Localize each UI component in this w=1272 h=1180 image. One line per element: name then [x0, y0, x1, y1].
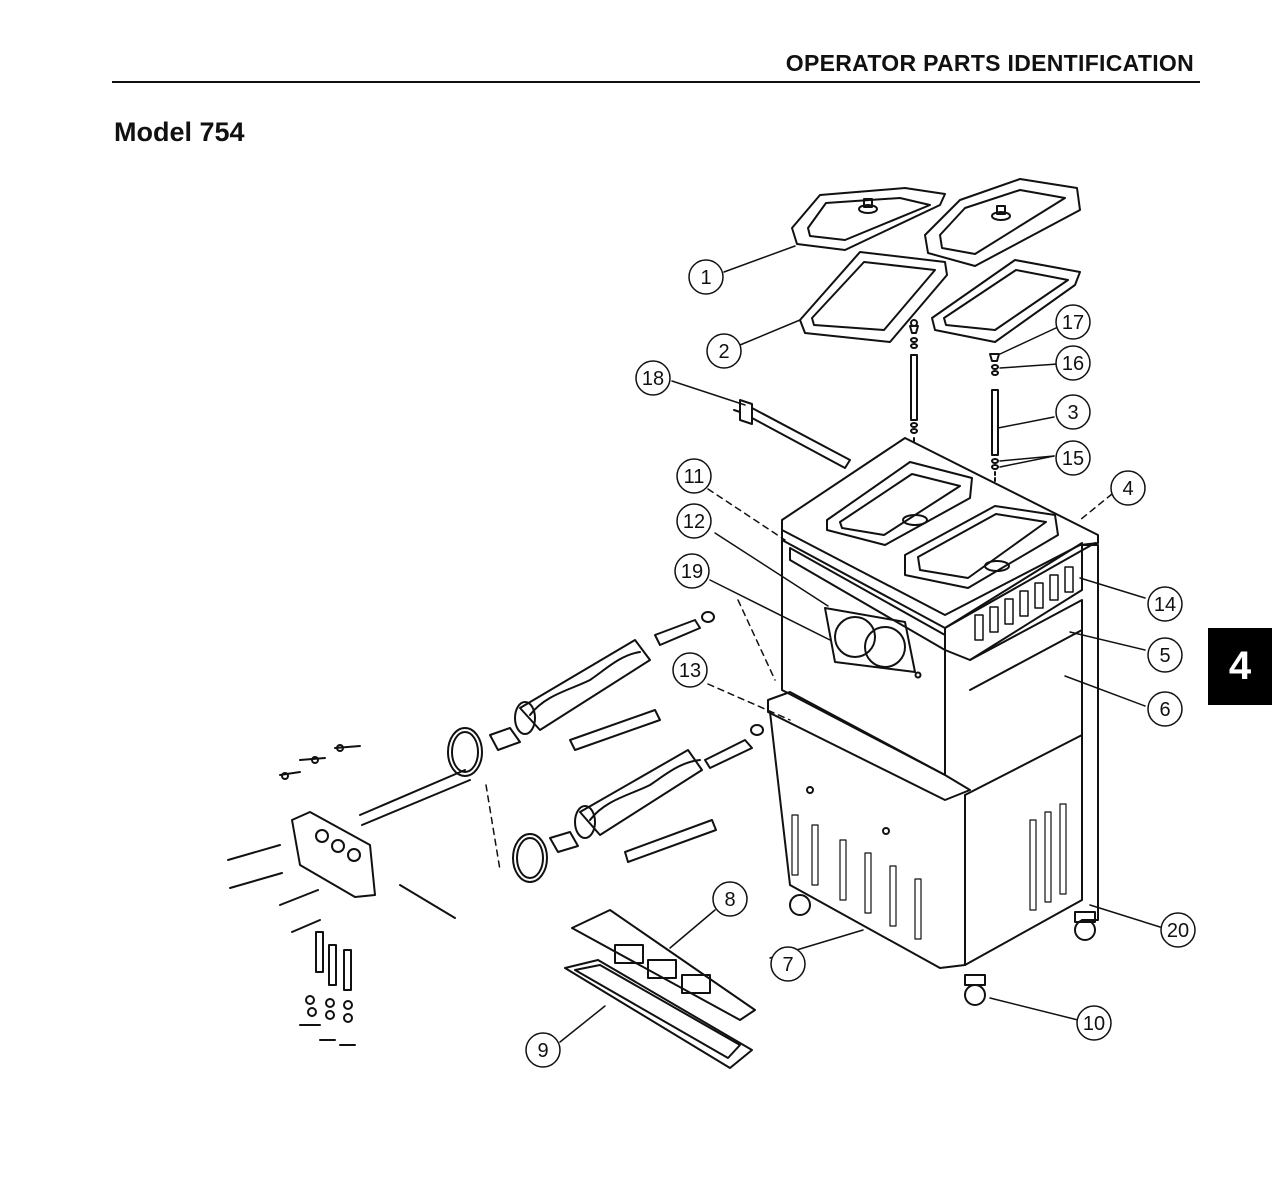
callout-16 [1055, 345, 1091, 381]
callout-label-20: 20 [1167, 920, 1189, 942]
callout-15 [1055, 440, 1091, 476]
callout-1 [688, 259, 724, 295]
callout-label-8: 8 [724, 889, 735, 911]
callout-label-14: 14 [1154, 594, 1176, 616]
callout-3 [1055, 394, 1091, 430]
drive-shaft-lower [704, 724, 764, 769]
callout-7 [770, 946, 806, 982]
callout-4 [1110, 470, 1146, 506]
section-title: OPERATOR PARTS IDENTIFICATION [785, 50, 1194, 76]
callout-20 [1160, 912, 1196, 948]
callout-8 [712, 881, 748, 917]
callout-18 [635, 360, 671, 396]
hopper-cover-left [791, 187, 946, 251]
freezer-door-opening [824, 607, 922, 679]
callout-10 [1076, 1005, 1112, 1041]
callout-11 [676, 458, 712, 494]
hopper-cover-right [924, 178, 1081, 267]
callout-17 [1055, 304, 1091, 340]
callout-label-11: 11 [684, 466, 705, 488]
freezer-cabinet [767, 437, 1099, 1006]
callout-label-7: 7 [782, 954, 793, 976]
callout-2 [706, 333, 742, 369]
beater-lower [574, 749, 717, 863]
chapter-tab[interactable]: 4 [1208, 628, 1272, 705]
callout-14 [1147, 586, 1183, 622]
callout-19 [674, 553, 710, 589]
callout-label-2: 2 [718, 341, 729, 363]
callout-label-1: 1 [700, 267, 711, 289]
callout-label-16: 16 [1062, 353, 1084, 375]
beater-upper [514, 639, 661, 751]
freezer-door-assembly [227, 744, 471, 1046]
callout-label-13: 13 [679, 660, 701, 682]
drip-pan [564, 959, 753, 1069]
callout-9 [525, 1032, 561, 1068]
callout-label-10: 10 [1083, 1013, 1105, 1035]
callout-label-15: 15 [1062, 448, 1084, 470]
callout-label-3: 3 [1067, 402, 1078, 424]
front-drip-tray [571, 909, 756, 1021]
tube-cleaning-brush [733, 399, 851, 469]
callout-label-19: 19 [681, 561, 703, 583]
callout-label-18: 18 [642, 368, 664, 390]
callout-12 [676, 503, 712, 539]
callout-label-17: 17 [1062, 312, 1084, 334]
callout-label-9: 9 [537, 1040, 548, 1062]
dashed-connectors [485, 488, 1113, 871]
door-gasket-lower [512, 831, 579, 883]
door-gasket-upper [447, 727, 521, 777]
callout-label-5: 5 [1159, 645, 1170, 667]
callout-5 [1147, 637, 1183, 673]
callout-6 [1147, 691, 1183, 727]
callout-label-6: 6 [1159, 699, 1170, 721]
header-divider [112, 81, 1200, 83]
callout-13 [672, 652, 708, 688]
drive-shaft-upper [654, 611, 715, 646]
callout-label-4: 4 [1122, 478, 1133, 500]
hopper-gasket-left [799, 251, 948, 343]
hopper-gasket-right [931, 259, 1081, 343]
callout-label-12: 12 [683, 511, 705, 533]
model-title: Model 754 [114, 117, 245, 147]
